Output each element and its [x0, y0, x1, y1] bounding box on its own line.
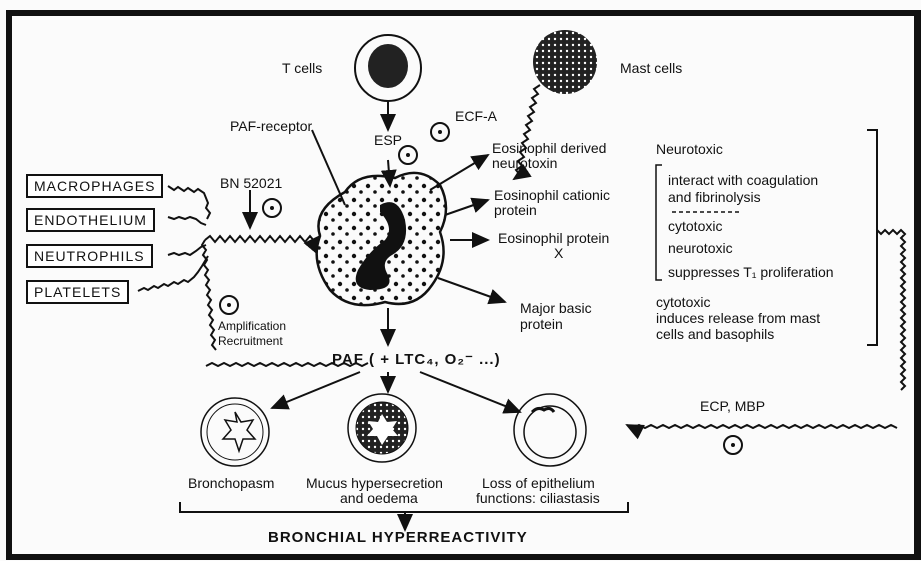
- bronchus-drawing: [201, 398, 269, 466]
- product-ecp-2: protein: [494, 202, 537, 218]
- bn-52021-label: BN 52021: [220, 175, 282, 191]
- effect-suppresses: suppresses T₁ proliferation: [668, 264, 834, 280]
- outcome-mucus-2: and oedema: [340, 490, 418, 506]
- inhibit-ecp-icon: [723, 435, 743, 455]
- outcome-epithelium-1: Loss of epithelium: [482, 475, 595, 491]
- product-mbp-2: protein: [520, 316, 563, 332]
- recruitment-label: Recruitment: [218, 333, 283, 349]
- inhibit-bn-icon: [262, 198, 282, 218]
- paf-label: PAF ( + LTC₄, O₂⁻ ...): [332, 352, 501, 368]
- product-edn-2: neurotoxin: [492, 155, 557, 171]
- effect-coagulation-2: and fibrinolysis: [668, 189, 761, 205]
- source-neutrophils: NEUTROPHILS: [26, 244, 153, 268]
- mucus-drawing: [348, 394, 416, 462]
- esp-label: ESP: [374, 132, 402, 148]
- paf-receptor-label: PAF-receptor: [230, 118, 312, 134]
- amplification-label: Amplification: [218, 318, 286, 334]
- mast-cells-label: Mast cells: [620, 60, 682, 76]
- inhibit-ecf-icon: [430, 122, 450, 142]
- effect-release-1: induces release from mast: [656, 310, 820, 326]
- inhibit-esp-icon: [398, 145, 418, 165]
- inhibit-amplification-icon: [219, 295, 239, 315]
- ecp-mbp-label: ECP, MBP: [700, 398, 765, 414]
- product-ecp-1: Eosinophil cationic: [494, 187, 610, 203]
- product-edn-1: Eosinophil derived: [492, 140, 606, 156]
- footer-title: BRONCHIAL HYPERREACTIVITY: [268, 530, 528, 546]
- effect-neurotoxic-2: neurotoxic: [668, 240, 733, 256]
- effect-neurotoxic: Neurotoxic: [656, 141, 723, 157]
- product-epx-2: X: [554, 245, 563, 261]
- effect-cytotoxic-2: cytotoxic: [656, 294, 710, 310]
- product-epx-1: Eosinophil protein: [498, 230, 609, 246]
- t-cells-label: T cells: [282, 60, 322, 76]
- source-endothelium: ENDOTHELIUM: [26, 208, 155, 232]
- epithelium-drawing: [514, 394, 586, 466]
- outcome-bronchospasm: Bronchopasm: [188, 475, 274, 491]
- effect-cytotoxic: cytotoxic: [668, 218, 722, 234]
- effect-coagulation-1: interact with coagulation: [668, 172, 818, 188]
- effect-release-2: cells and basophils: [656, 326, 774, 342]
- mast-cell: [533, 30, 597, 94]
- source-macrophages: MACROPHAGES: [26, 174, 163, 198]
- product-mbp-1: Major basic: [520, 300, 592, 316]
- outcome-mucus-1: Mucus hypersecretion: [306, 475, 443, 491]
- ecf-a-label: ECF-A: [455, 108, 497, 124]
- t-cell: [355, 35, 421, 101]
- outcome-epithelium-2: functions: ciliastasis: [476, 490, 600, 506]
- source-platelets: PLATELETS: [26, 280, 129, 304]
- eosinophil-cell: [317, 173, 446, 305]
